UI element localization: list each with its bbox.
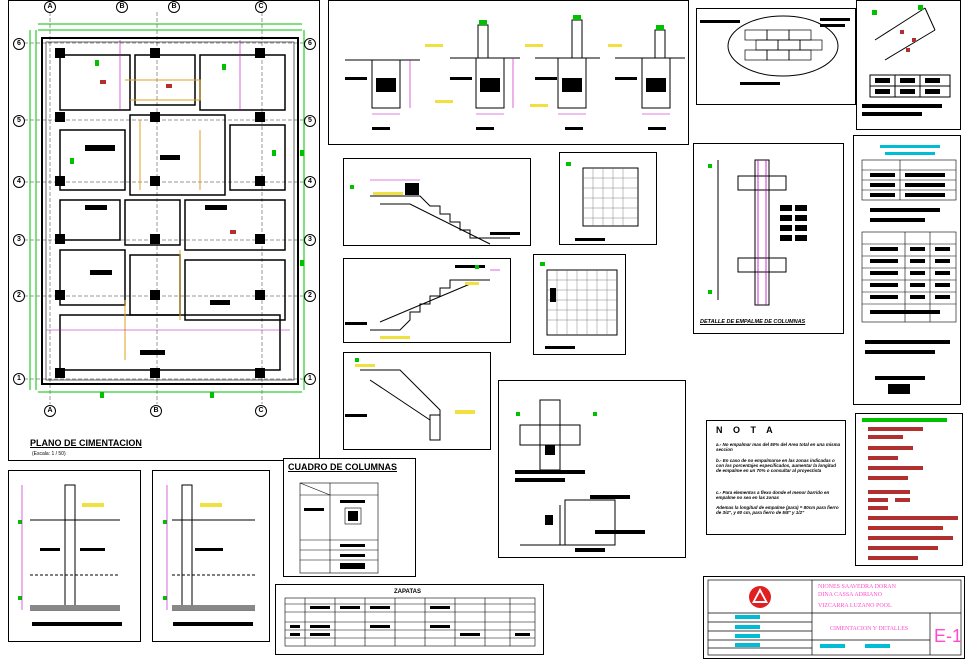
plan-title: PLANO DE CIMENTACION bbox=[30, 438, 142, 448]
owner-name-2: DINA CASSA ADRIANO bbox=[818, 592, 883, 598]
axis-marker-3-left: 3 bbox=[13, 234, 25, 246]
axis-marker-a-top: A bbox=[44, 1, 56, 13]
wall-section-2-frame bbox=[152, 470, 270, 642]
axis-marker-b2-top: B bbox=[168, 1, 180, 13]
axis-marker-b-top: B bbox=[116, 1, 128, 13]
slab-detail-2-frame bbox=[533, 254, 626, 355]
sheet-code: E-1 bbox=[934, 626, 963, 646]
footings-table-frame bbox=[275, 584, 544, 655]
axis-marker-a-bottom: A bbox=[44, 405, 56, 417]
beam-detail-frame bbox=[856, 0, 961, 130]
footings-table-title: ZAPATAS bbox=[394, 589, 421, 595]
axis-marker-2-left: 2 bbox=[13, 290, 25, 302]
axis-marker-4-left: 4 bbox=[13, 176, 25, 188]
project-name: VIZCARRA LUZANO POOL bbox=[818, 603, 892, 609]
axis-marker-5-right: 5 bbox=[304, 115, 316, 127]
axis-marker-3-right: 3 bbox=[304, 234, 316, 246]
stair-detail-3-frame bbox=[343, 352, 491, 450]
note-item-b: b.- En caso de no empalmarse en las zona… bbox=[716, 458, 837, 473]
stair-detail-1-frame bbox=[343, 158, 531, 246]
axis-marker-1-right: 1 bbox=[304, 373, 316, 385]
joint-detail-frame bbox=[498, 380, 686, 558]
stair-detail-2-frame bbox=[343, 258, 511, 343]
note-frame bbox=[706, 420, 846, 535]
plan-scale: (Escala: 1 / 50) bbox=[32, 451, 66, 457]
columns-table-title: CUADRO DE COLUMNAS bbox=[288, 462, 397, 472]
note-item-d: Ademas la longitud de empalme (para) = 8… bbox=[716, 505, 839, 515]
axis-marker-5-left: 5 bbox=[13, 115, 25, 127]
axis-marker-c-top: C bbox=[255, 1, 267, 13]
axis-marker-6-left: 6 bbox=[13, 38, 25, 50]
axis-marker-6-right: 6 bbox=[304, 38, 316, 50]
axis-marker-2-right: 2 bbox=[304, 290, 316, 302]
sheet-title: CIMENTACION Y DETALLES bbox=[830, 626, 909, 632]
axis-marker-4-right: 4 bbox=[304, 176, 316, 188]
axis-marker-1-left: 1 bbox=[13, 373, 25, 385]
owner-name-1: NIONES SAAVEDRA DORAN bbox=[818, 584, 896, 590]
note-item-a: a.- No empalmar mas del 50% del Area tot… bbox=[716, 442, 841, 452]
column-splice-title: DETALLE DE EMPALME DE COLUMNAS bbox=[700, 319, 806, 325]
note-item-c: c.- Para elementos a flexo donde el meno… bbox=[716, 490, 830, 500]
note-title: N O T A bbox=[716, 425, 777, 435]
axis-marker-b-bottom: B bbox=[150, 405, 162, 417]
axis-marker-c-bottom: C bbox=[255, 405, 267, 417]
footing-sections-frame bbox=[328, 0, 689, 145]
